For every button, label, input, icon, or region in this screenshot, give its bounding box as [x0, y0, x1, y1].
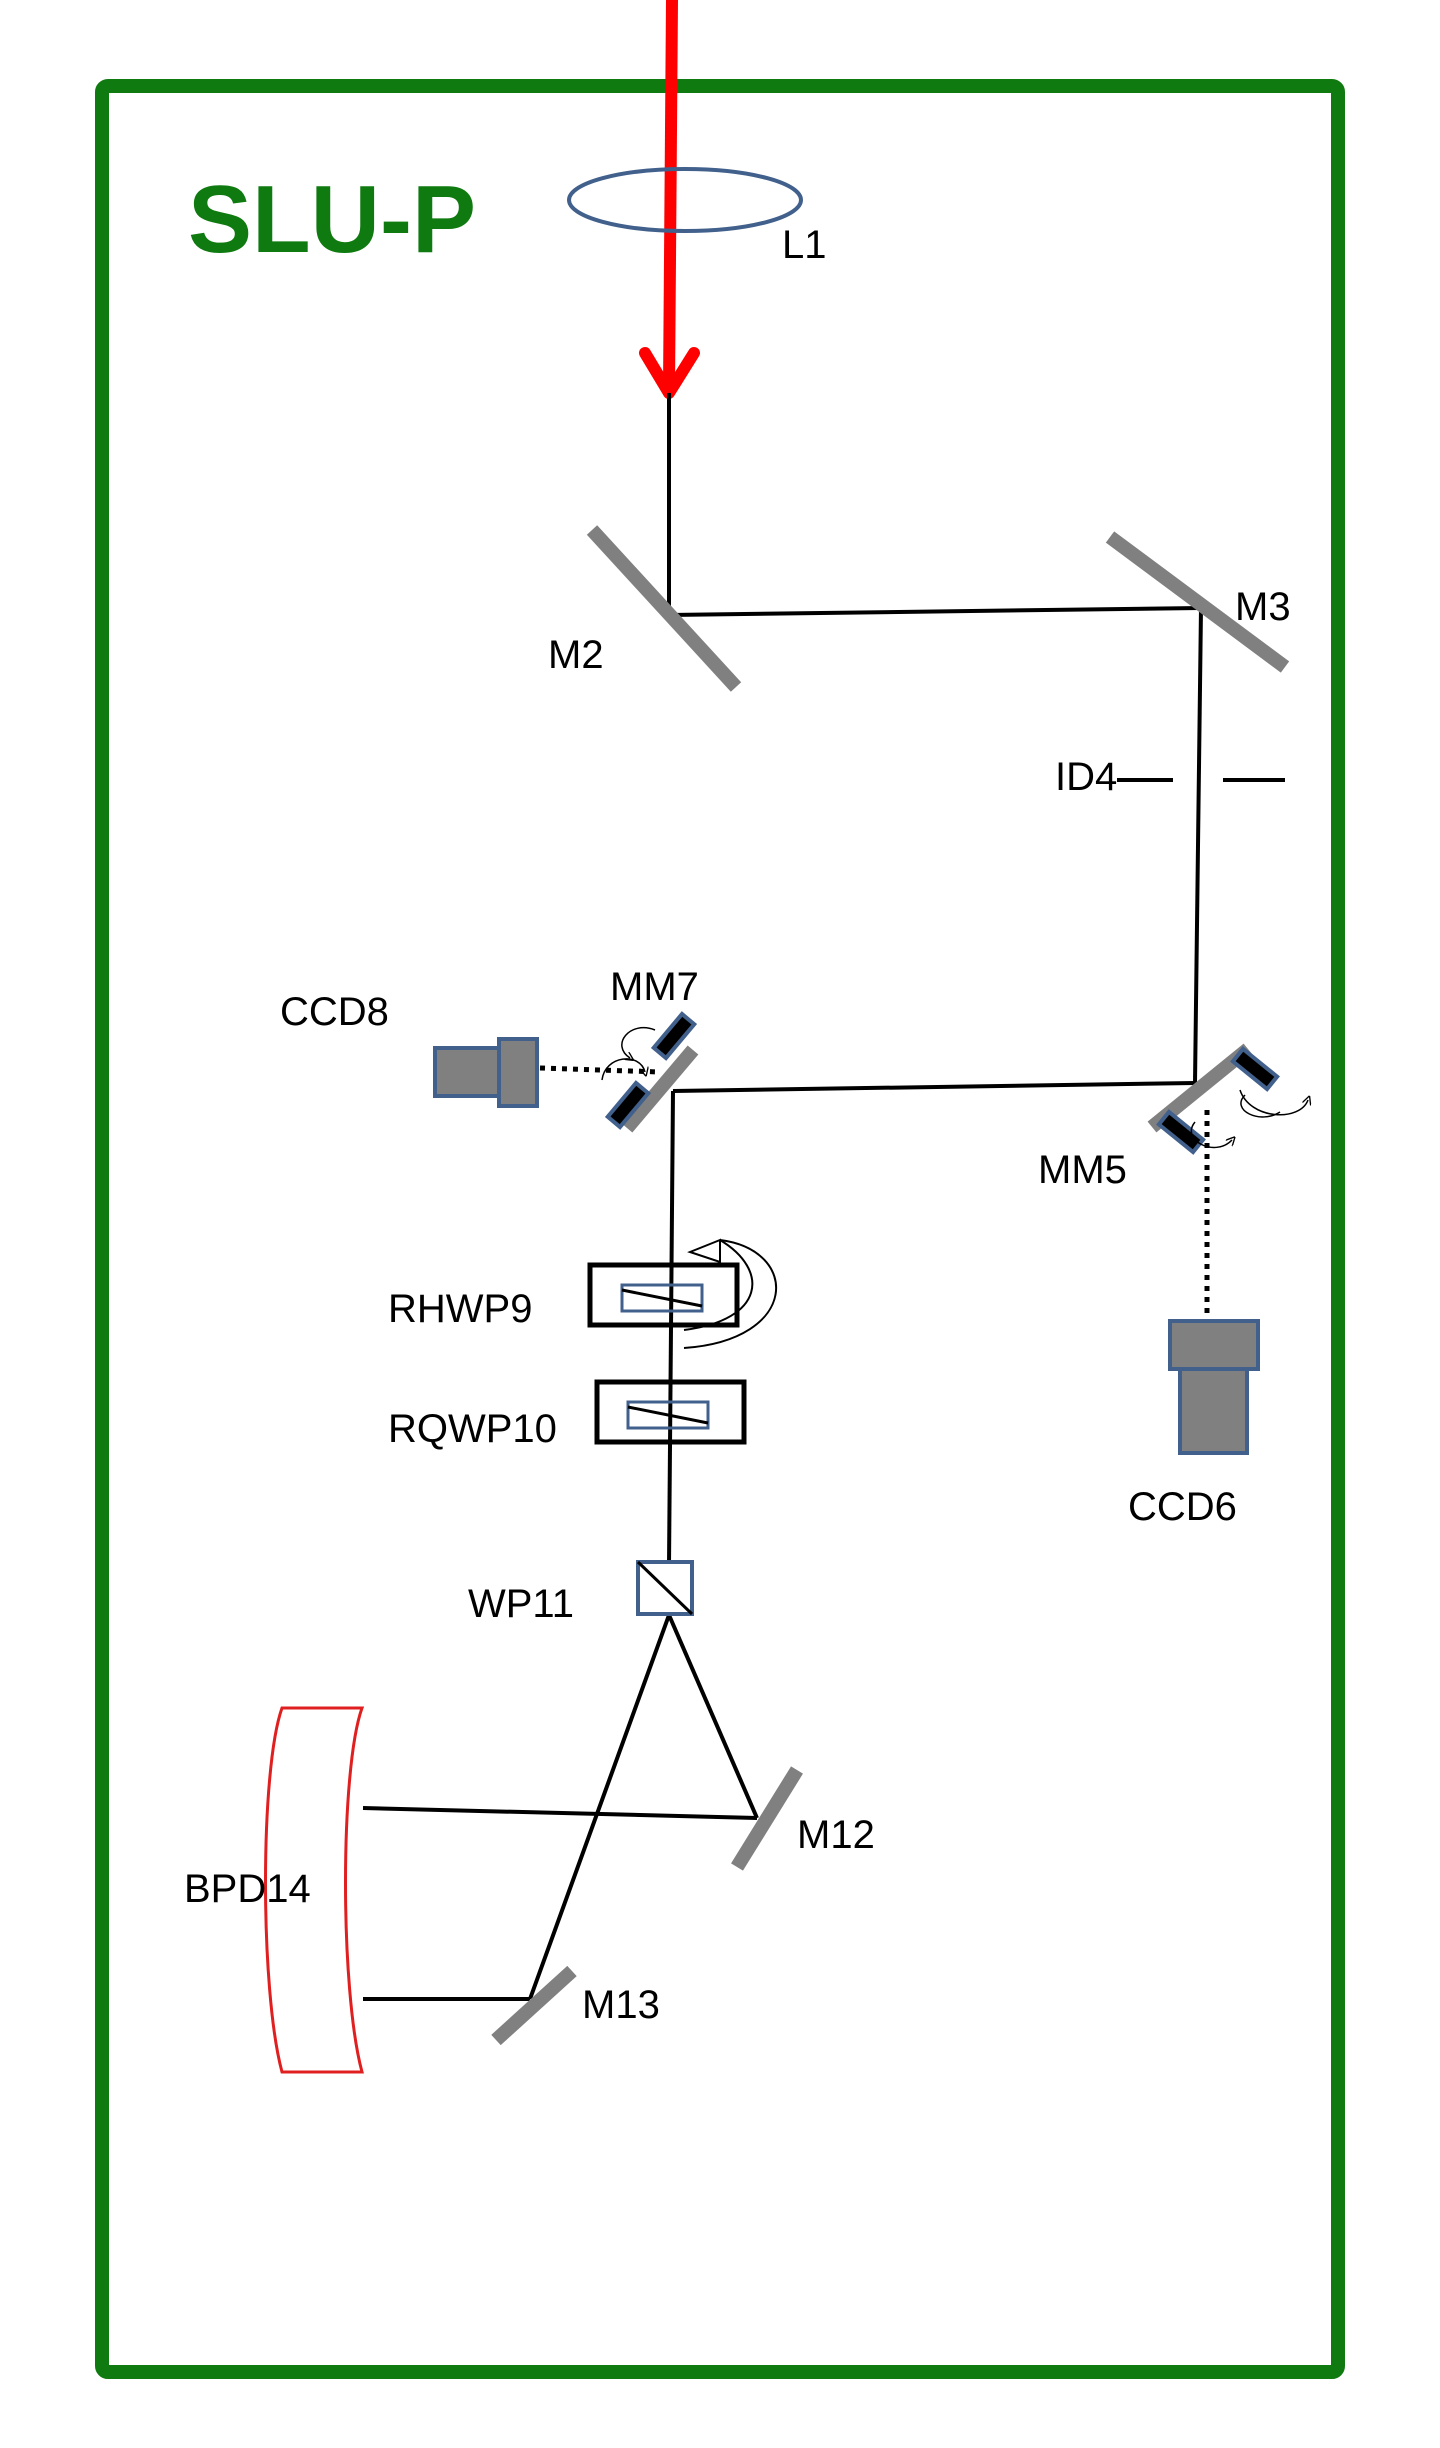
mirror-m13: [491, 1965, 577, 2046]
label-m3: M3: [1235, 585, 1291, 629]
label-rhwp9: RHWP9: [388, 1287, 532, 1331]
wollaston-prism-wp11: [636, 1560, 694, 1616]
label-id4: ID4: [1055, 755, 1117, 799]
mirror-m2: [586, 525, 742, 692]
half-wave-plate-rhwp9: [587, 1238, 778, 1349]
label-rqwp10: RQWP10: [388, 1407, 557, 1451]
laser-input-arrow: [639, 0, 700, 399]
camera-ccd6: [1168, 1319, 1260, 1455]
lens-l1: [567, 167, 803, 233]
diagram-title: SLU-P: [188, 166, 476, 273]
beam-to-ccd8: [539, 1065, 661, 1075]
label-l1: L1: [782, 223, 827, 267]
label-m12: M12: [797, 1813, 875, 1857]
label-ccd6: CCD6: [1128, 1485, 1237, 1529]
beam-path: [362, 393, 1203, 2001]
label-m2: M2: [548, 633, 604, 677]
balanced-photodetector-bpd14: [264, 1706, 365, 2074]
enclosure-frame: [95, 79, 1345, 2379]
mirror-m3: [1105, 531, 1290, 673]
label-m13: M13: [582, 1983, 660, 2027]
label-ccd8: CCD8: [280, 990, 389, 1034]
label-mm5: MM5: [1038, 1148, 1127, 1192]
mirror-m12: [731, 1766, 803, 1871]
label-mm7: MM7: [610, 965, 699, 1009]
motorized-mirror-mm7: [601, 1011, 699, 1133]
quarter-wave-plate-rqwp10: [594, 1379, 747, 1445]
camera-ccd8: [433, 1037, 539, 1108]
motorized-mirror-mm5: [1147, 1043, 1308, 1155]
label-bpd14: BPD14: [184, 1867, 311, 1911]
label-wp11: WP11: [468, 1582, 574, 1626]
